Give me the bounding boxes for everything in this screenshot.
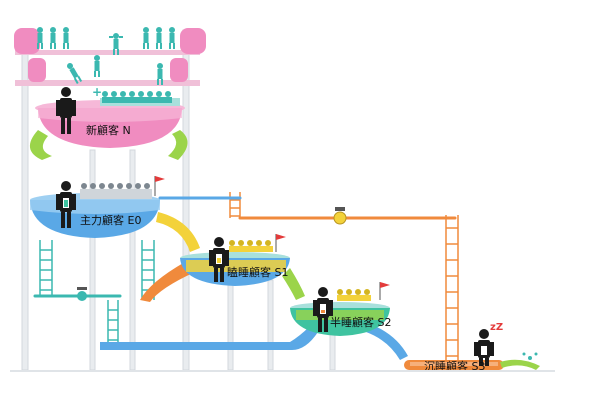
flag-icon — [276, 234, 286, 240]
new-customer-crowd-icon — [102, 91, 172, 103]
person-icon-n — [56, 87, 76, 134]
person-icon-e0 — [56, 181, 76, 228]
stage-label-s1: 瞌睡顧客 S1 — [227, 265, 288, 279]
tank-new-customers: + — [35, 85, 185, 148]
stage-label-s2: 半睡顧客 S2 — [330, 315, 391, 329]
slides-n-to-e0 — [29, 130, 188, 160]
valve-icon — [333, 207, 347, 225]
person-icon-s2 — [313, 287, 333, 332]
person-icon-s3 — [474, 329, 494, 366]
arriving-people-icons — [37, 27, 175, 85]
svg-text:+: + — [92, 85, 102, 99]
slides — [100, 212, 408, 360]
sleep-mark-icon: zZ — [490, 322, 503, 333]
ground-line — [10, 370, 555, 372]
valve-icon-lower — [77, 287, 87, 301]
stage-labels: 新顧客 N 主力顧客 E0 瞌睡顧客 S1 半睡顧客 S2 沉睡顧客 S3 — [80, 123, 485, 373]
splash-icon — [522, 352, 538, 360]
stage-label-s3: 沉睡顧客 S3 — [424, 359, 485, 373]
flag-icon — [155, 176, 165, 182]
person-icon-s1 — [209, 237, 229, 282]
tank-drowsy-customers — [180, 234, 290, 286]
drowsy-customer-crowd-icon — [229, 240, 273, 252]
main-customer-crowd-icon — [81, 183, 150, 189]
stage-label-n: 新顧客 N — [86, 123, 131, 137]
flag-icon — [380, 282, 390, 288]
tank-main-customers — [30, 176, 165, 238]
half-asleep-crowd-icon — [337, 289, 371, 301]
stage-label-e0: 主力顧客 E0 — [80, 213, 141, 227]
entry-platform — [14, 28, 206, 86]
